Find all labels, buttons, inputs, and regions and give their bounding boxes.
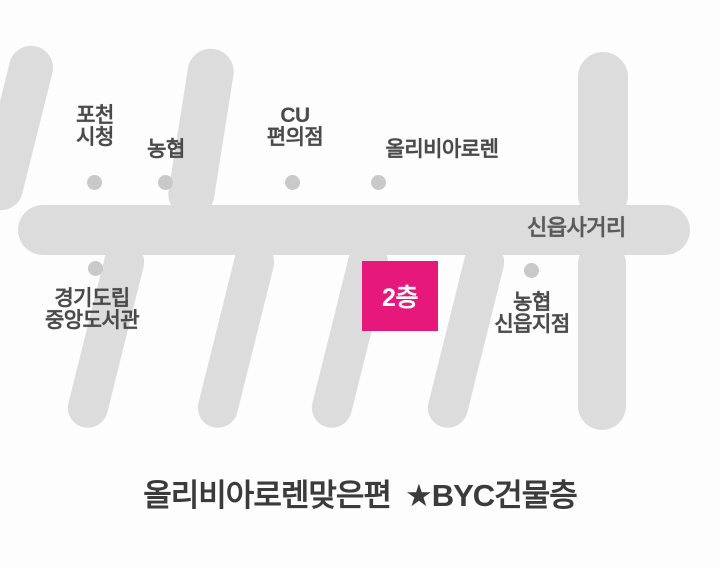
poi-label-olivia-lauren: 올리비아로렌 — [385, 138, 499, 161]
poi-label-pocheon-city-hall: 포천 시청 — [76, 104, 114, 150]
poi-dot-gyeonggi-library[interactable] — [88, 261, 103, 276]
caption-left-text: 올리비아로렌맞은편 — [143, 478, 392, 513]
caption: 올리비아로렌맞은편 ★BYC건물층 — [0, 470, 720, 515]
road-upper-middle-diagonal — [168, 48, 234, 218]
road-lower-diagonal-4 — [427, 242, 505, 428]
destination-marker[interactable]: 2층 — [362, 261, 438, 331]
poi-label-cu-convenience-store: CU 편의점 — [266, 104, 324, 150]
poi-dot-nonghyup[interactable] — [158, 175, 173, 190]
destination-label: 2층 — [382, 284, 418, 312]
road-upper-left-diagonal — [0, 45, 53, 211]
road-upper-right-vertical — [578, 52, 628, 220]
road-main-horizontal — [18, 205, 690, 255]
road-lower-right-vertical — [578, 240, 626, 430]
poi-label-gyeonggi-central-library: 경기도립 중앙도서관 — [44, 287, 140, 333]
poi-dot-nonghyup-sineup-branch[interactable] — [524, 263, 539, 278]
poi-label-nonghyup-sineup-branch: 농협 신읍지점 — [494, 291, 570, 337]
road-lower-diagonal-2 — [197, 242, 275, 428]
star-icon: ★ — [404, 478, 433, 513]
poi-label-nonghyup: 농협 — [147, 138, 185, 161]
junction-label-sineup-intersection: 신읍사거리 — [527, 215, 626, 240]
poi-dot-olivia-lauren[interactable] — [371, 175, 386, 190]
caption-right-text: BYC건물층 — [431, 478, 578, 513]
poi-dot-pocheon-city-hall[interactable] — [87, 175, 102, 190]
roads-group — [0, 45, 690, 430]
poi-dot-cu-convenience-store[interactable] — [285, 175, 300, 190]
road-lower-diagonal-1 — [67, 242, 145, 428]
